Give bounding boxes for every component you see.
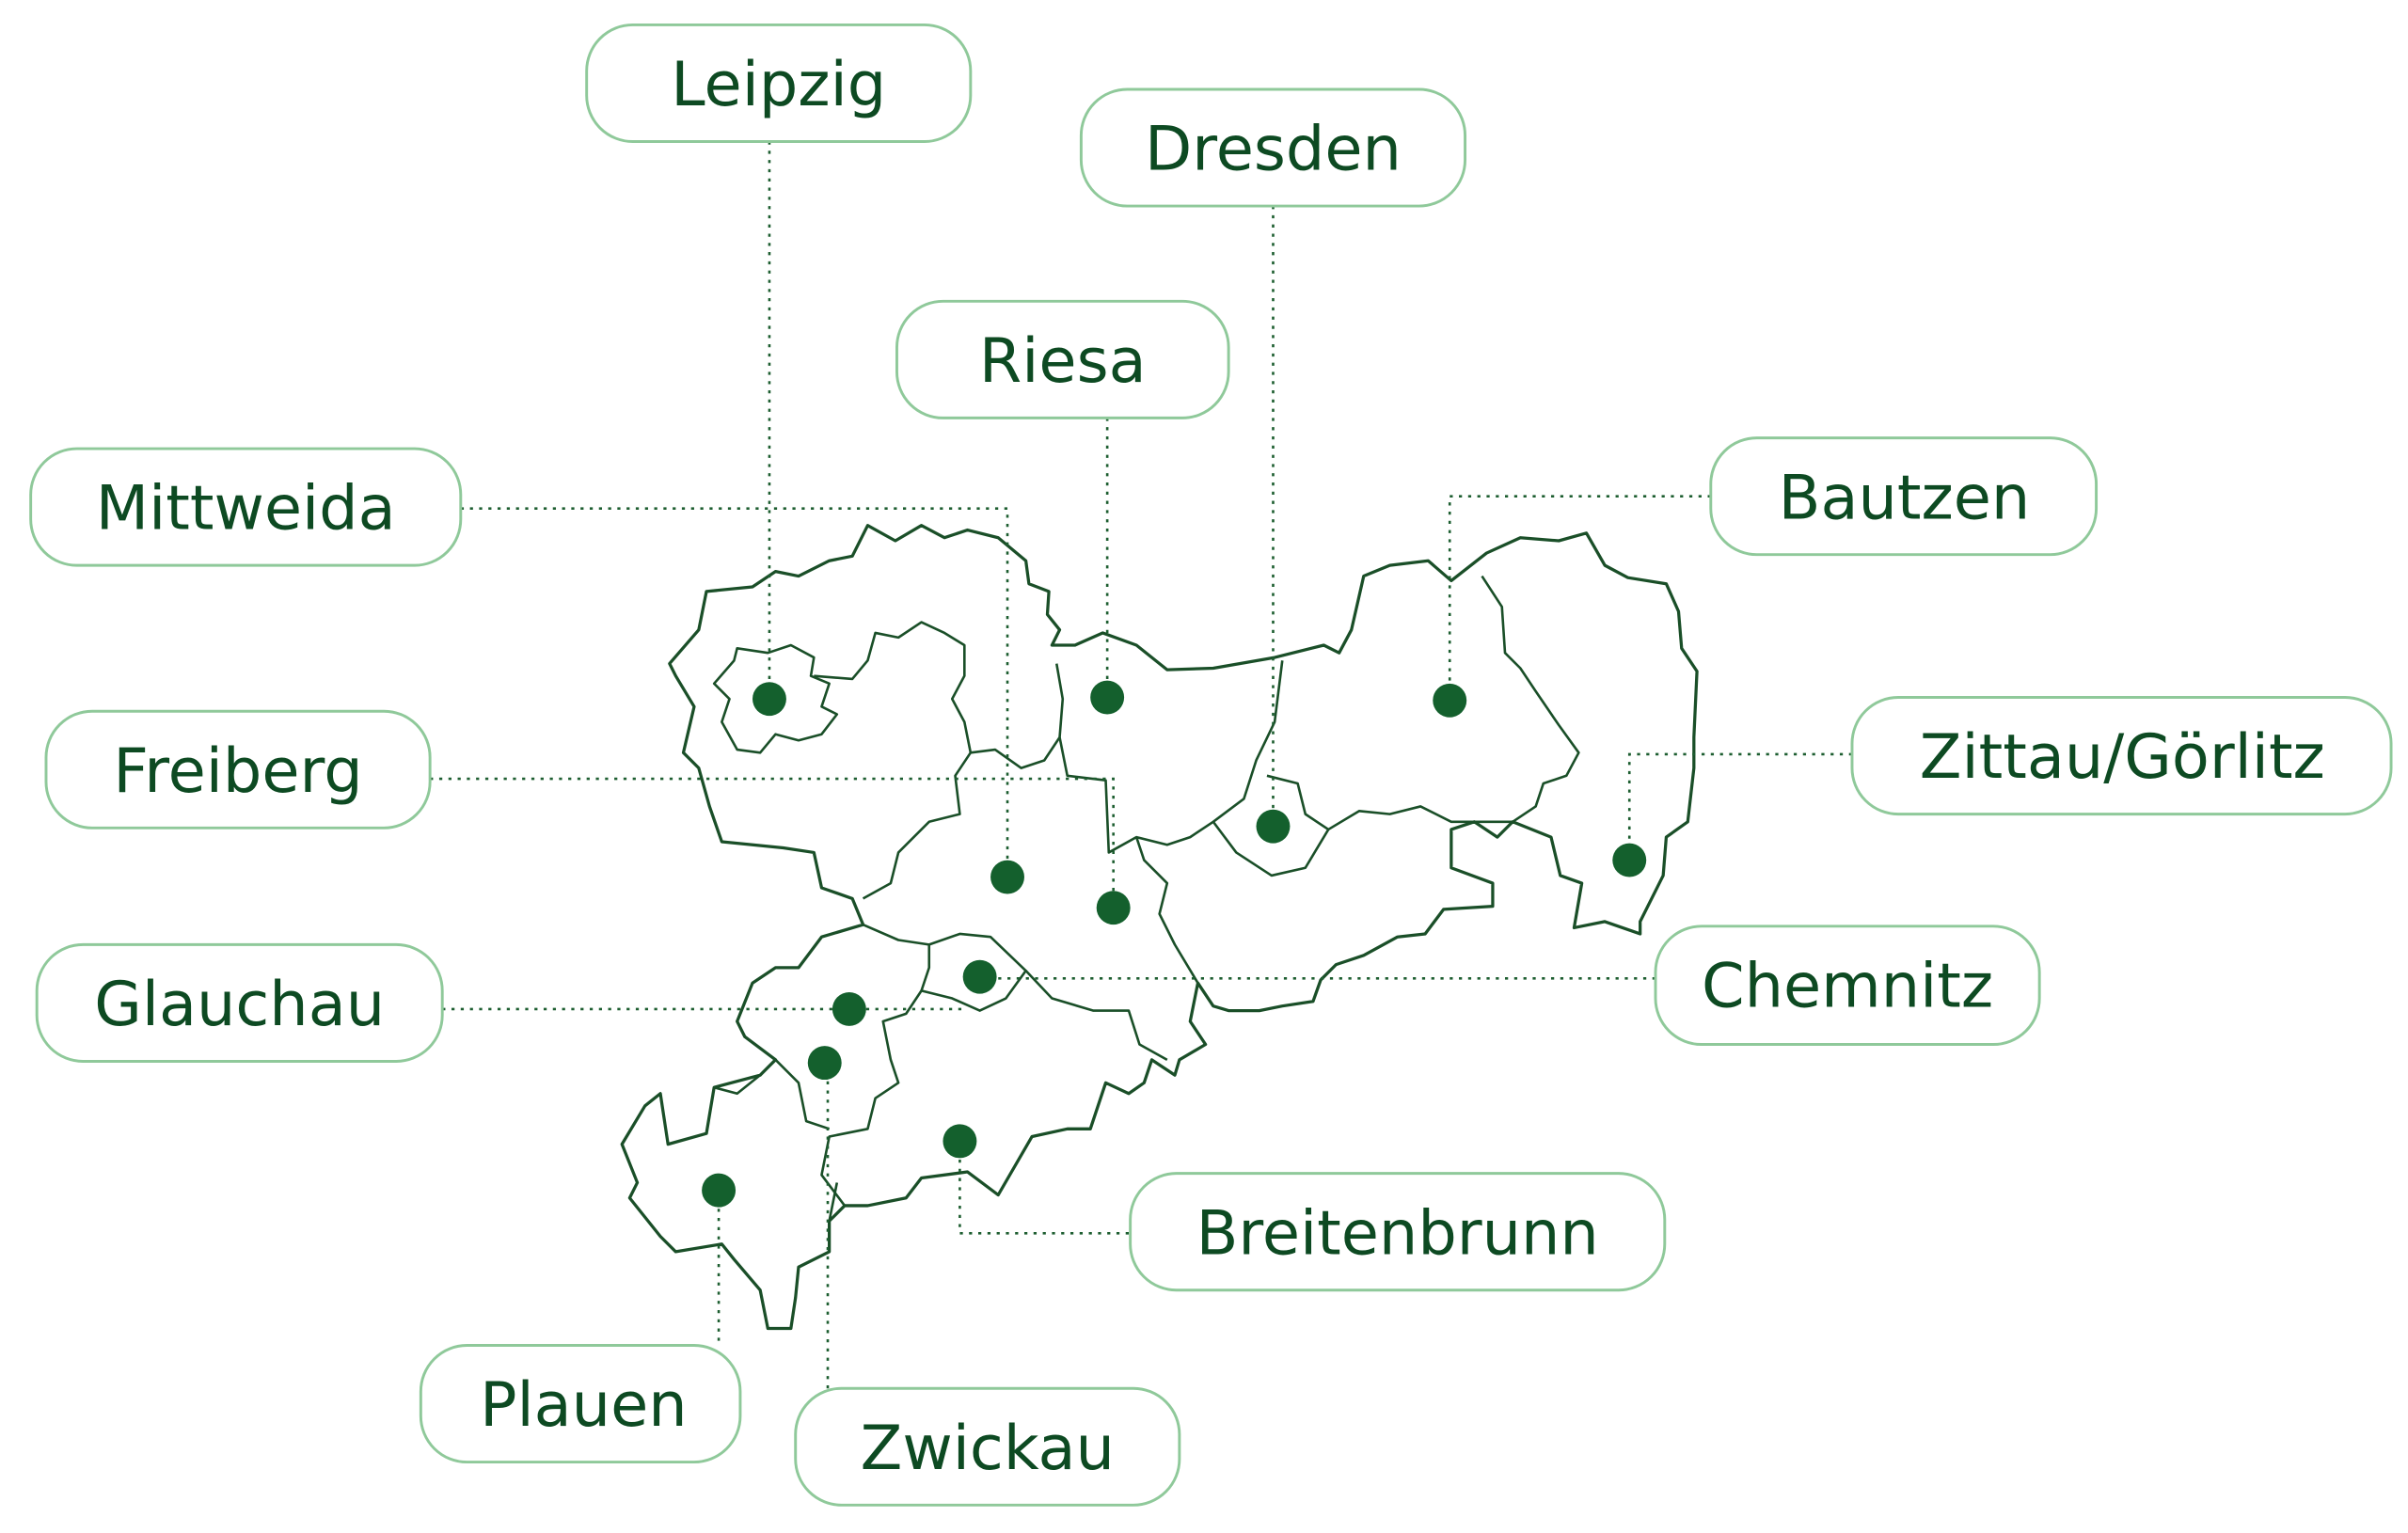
- label-text: Leipzig: [671, 49, 886, 120]
- saxony-outline: [620, 524, 1699, 1331]
- leipzig-city-boundary: [712, 643, 839, 754]
- location-label-mittweida[interactable]: Mittweida: [29, 447, 463, 567]
- location-label-riesa[interactable]: Riesa: [895, 299, 1230, 419]
- location-label-breitenbrunn[interactable]: Breitenbrunn: [1129, 1172, 1667, 1292]
- dresden-boundary: [1212, 774, 1330, 877]
- marker-zwickau[interactable]: [807, 1046, 842, 1081]
- saxony-map: [620, 524, 1699, 1331]
- marker-leipzig[interactable]: [752, 682, 786, 717]
- location-label-zwickau[interactable]: Zwickau: [794, 1386, 1181, 1507]
- erzgebirge-north-boundary: [1134, 836, 1199, 984]
- leader-breitenbrunn: [958, 1141, 1131, 1235]
- label-text: Zittau/Görlitz: [1920, 721, 2325, 793]
- location-markers: [702, 680, 1647, 1208]
- location-label-chemnitz[interactable]: Chemnitz: [1654, 925, 2041, 1046]
- leader-zittau: [1627, 752, 1852, 861]
- marker-chemnitz[interactable]: [962, 959, 997, 994]
- label-text: Riesa: [979, 325, 1147, 397]
- label-text: Zwickau: [861, 1413, 1115, 1484]
- mittelsachsen-boundary: [1058, 660, 1284, 854]
- label-text: Breitenbrunn: [1196, 1197, 1599, 1269]
- marker-dresden[interactable]: [1256, 809, 1291, 844]
- leader-freiberg: [430, 777, 1115, 909]
- leader-bautzen: [1448, 495, 1711, 701]
- location-label-glauchau[interactable]: Glauchau: [35, 942, 444, 1063]
- central-boundary: [862, 751, 972, 900]
- marker-riesa[interactable]: [1090, 680, 1125, 715]
- chemnitz-city-boundary: [920, 932, 1027, 1012]
- leader-mittweida: [460, 507, 1009, 877]
- marker-plauen[interactable]: [702, 1173, 737, 1208]
- marker-bautzen[interactable]: [1433, 683, 1467, 718]
- marker-breitenbrunn[interactable]: [943, 1124, 977, 1159]
- marker-mittweida[interactable]: [990, 860, 1024, 894]
- location-label-dresden[interactable]: Dresden: [1079, 87, 1467, 208]
- leader-lines: [430, 141, 1852, 1389]
- location-label-freiberg[interactable]: Freiberg: [44, 709, 432, 830]
- marker-zittau[interactable]: [1612, 843, 1647, 877]
- label-text: Glauchau: [94, 969, 385, 1040]
- label-text: Mittweida: [96, 473, 396, 545]
- label-text: Bautzen: [1779, 462, 2031, 533]
- leipzig-district-boundary: [814, 621, 1065, 769]
- location-label-leipzig[interactable]: Leipzig: [585, 23, 973, 143]
- location-label-bautzen[interactable]: Bautzen: [1709, 436, 2099, 557]
- location-label-zittau[interactable]: Zittau/Görlitz: [1850, 696, 2393, 816]
- zwickau-boundary: [774, 989, 923, 1207]
- erzgebirge-boundary: [863, 923, 1168, 1061]
- vogtland-boundary: [713, 1074, 839, 1222]
- marker-freiberg[interactable]: [1096, 891, 1131, 925]
- label-text: Plauen: [480, 1369, 687, 1441]
- location-label-plauen[interactable]: Plauen: [419, 1344, 742, 1464]
- saechsische-schweiz-boundary: [1327, 575, 1580, 831]
- label-text: Dresden: [1145, 114, 1402, 185]
- label-text: Freiberg: [113, 735, 362, 807]
- marker-glauchau[interactable]: [832, 992, 866, 1026]
- label-text: Chemnitz: [1702, 950, 1993, 1021]
